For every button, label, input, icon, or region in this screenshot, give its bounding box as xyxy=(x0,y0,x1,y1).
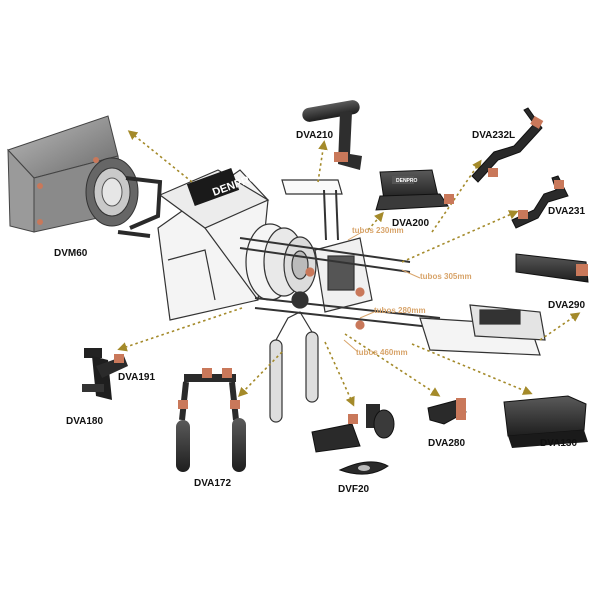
tube-label-460: tubos 460mm xyxy=(356,348,408,357)
label-dva290: DVA290 xyxy=(548,300,585,311)
label-dva172: DVA172 xyxy=(194,478,231,489)
dva290-plate xyxy=(515,253,589,283)
tube-labels: tubos 230mm tubos 305mm tubos 280mm tubo… xyxy=(352,226,472,357)
label-dva232l: DVA232L xyxy=(472,130,515,141)
dva280-bracket xyxy=(427,398,467,425)
dva130-shoulder-pad xyxy=(503,395,588,448)
leader-dvm60 xyxy=(127,130,193,183)
dvm60-matte-box xyxy=(7,115,163,238)
dva232l-arm xyxy=(471,107,544,183)
label-dvm60: DVM60 xyxy=(54,248,88,259)
leader-lines xyxy=(117,130,581,407)
dva231-arm xyxy=(511,175,569,229)
label-dva191: DVA191 xyxy=(118,372,155,383)
label-dva130: DVA130 xyxy=(540,438,577,449)
tube-label-305: tubos 305mm xyxy=(420,272,472,281)
label-dva231: DVA231 xyxy=(548,206,585,217)
label-dva180: DVA180 xyxy=(66,416,103,427)
leader-dvf20 xyxy=(324,341,355,407)
dva200-base-plate: DENPRO xyxy=(375,169,454,211)
dva210-top-handle xyxy=(302,100,362,170)
leader-dva280 xyxy=(344,333,441,397)
label-dva200: DVA200 xyxy=(392,218,429,229)
tube-pointers xyxy=(343,231,421,353)
leader-dva231 xyxy=(401,210,519,263)
label-dvf20: DVF20 xyxy=(338,484,370,495)
leader-dva130 xyxy=(411,343,533,395)
tube-label-280: tubos 280mm xyxy=(374,306,426,315)
label-dva210: DVA210 xyxy=(296,130,333,141)
leader-dva200 xyxy=(367,211,384,231)
label-dva280: DVA280 xyxy=(428,438,465,449)
leader-dva210 xyxy=(317,140,328,183)
dva200-brand-text: DENPRO xyxy=(396,178,418,184)
leader-dva290 xyxy=(539,312,581,341)
leader-dva172 xyxy=(237,351,283,398)
dva191-dva180-mount xyxy=(82,348,128,400)
part-labels: DVM60 DVA210 DVA232L DVA200 DVA231 DVA29… xyxy=(54,130,585,495)
dva172-handgrips xyxy=(176,368,246,472)
central-rig xyxy=(157,168,546,423)
dvf20-follow-focus xyxy=(311,404,395,475)
tube-label-230: tubos 230mm xyxy=(352,226,404,235)
